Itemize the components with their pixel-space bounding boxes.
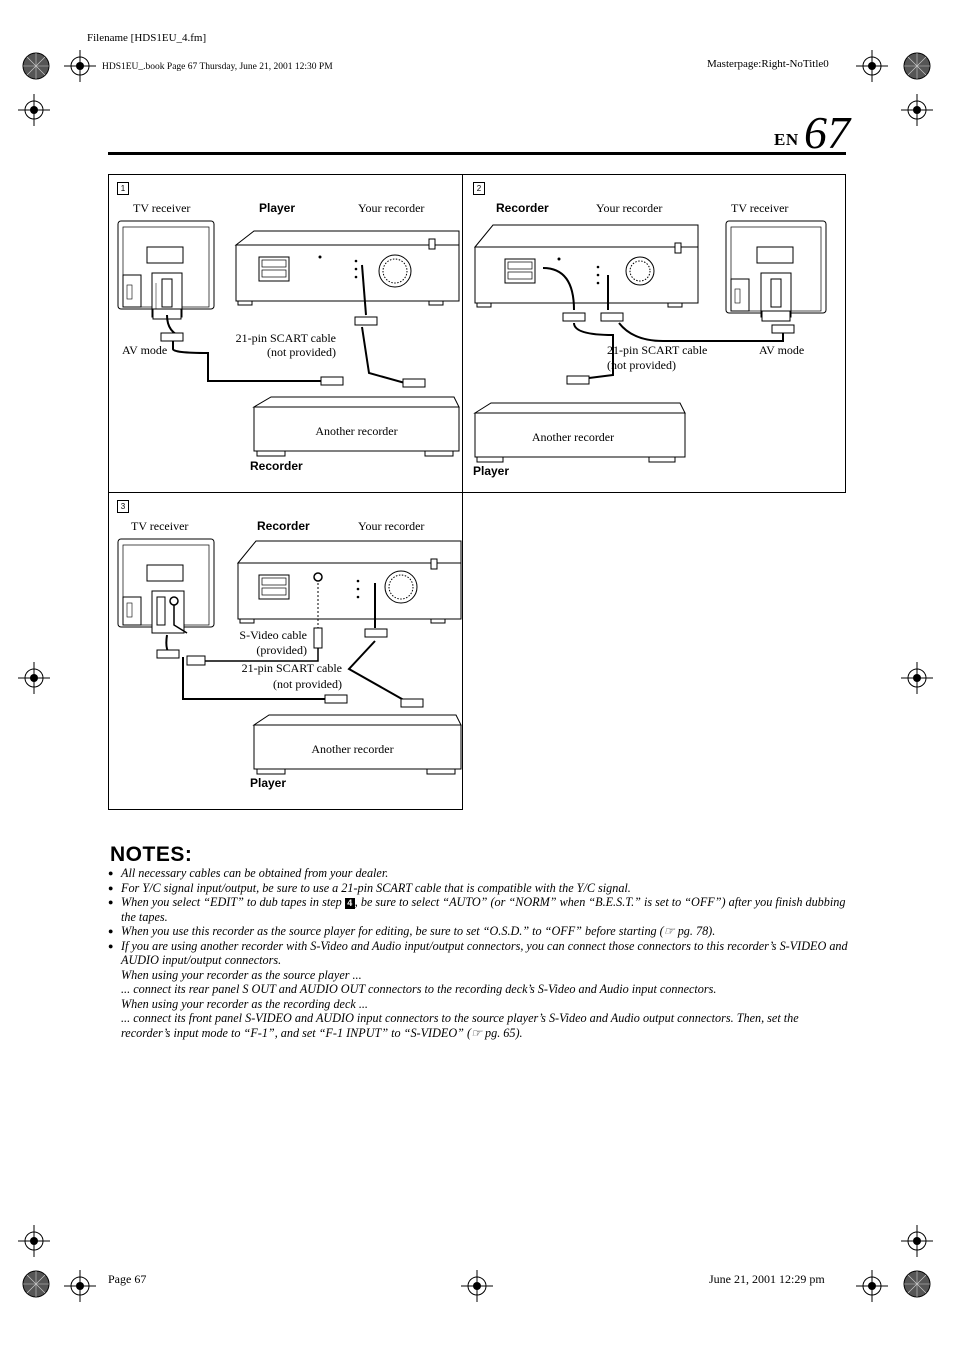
another-recorder-illustration <box>473 402 686 463</box>
step-number-badge: 4 <box>344 898 355 909</box>
label-player: Player <box>250 776 287 790</box>
label-svideo-cable: S-Video cable <box>239 628 307 642</box>
label-player: Player <box>259 201 296 215</box>
tv-receiver-illustration <box>117 538 215 634</box>
note-item: When you use this recorder as the source… <box>108 924 848 939</box>
label-player: Player <box>473 464 510 478</box>
connection-diagram-2 <box>473 220 827 463</box>
tv-receiver-illustration <box>117 220 215 320</box>
connection-diagram-3 <box>117 538 462 775</box>
label-another-recorder: Another recorder <box>315 424 398 438</box>
label-recorder: Recorder <box>257 519 310 533</box>
label-your-recorder: Your recorder <box>358 519 425 533</box>
footer-page: Page 67 <box>108 1272 147 1286</box>
note-item: All necessary cables can be obtained fro… <box>108 866 848 881</box>
filename-label: Filename [HDS1EU_4.fm] <box>87 32 207 44</box>
another-recorder-illustration <box>252 714 462 775</box>
note-item: For Y/C signal input/output, be sure to … <box>108 881 848 896</box>
header-rule <box>108 152 846 155</box>
note-subline: When using your recorder as the recordin… <box>121 996 368 1011</box>
panel-number: 3 <box>117 500 129 513</box>
label-recorder: Recorder <box>250 459 303 473</box>
notes-title: NOTES: <box>110 843 193 866</box>
label-another-recorder: Another recorder <box>311 742 394 756</box>
label-av-mode: AV mode <box>759 343 805 357</box>
book-info: HDS1EU_.book Page 67 Thursday, June 21, … <box>102 62 333 72</box>
your-recorder-illustration <box>234 230 460 306</box>
your-recorder-illustration <box>473 224 699 308</box>
page-number: 67 <box>804 107 850 158</box>
masterpage-label: Masterpage:Right-NoTitle0 <box>707 58 829 70</box>
label-tv-receiver: TV receiver <box>131 519 189 533</box>
note-item: When you select “EDIT” to dub tapes in s… <box>108 895 848 924</box>
label-recorder: Recorder <box>496 201 549 215</box>
label-not-provided: (not provided) <box>273 677 342 691</box>
label-tv-receiver: TV receiver <box>133 201 191 215</box>
tv-receiver-illustration <box>725 220 827 322</box>
label-av-mode: AV mode <box>122 343 168 357</box>
label-your-recorder: Your recorder <box>596 201 663 215</box>
label-another-recorder: Another recorder <box>531 430 615 444</box>
label-tv-receiver: TV receiver <box>731 201 789 215</box>
label-not-provided: (not provided) <box>607 358 676 372</box>
another-recorder-illustration <box>252 396 460 457</box>
note-subline: When using your recorder as the source p… <box>121 967 362 982</box>
your-recorder-illustration <box>236 540 462 624</box>
diagram-panel-1: 1 <box>108 174 463 493</box>
label-not-provided: (not provided) <box>267 345 336 359</box>
note-subline-final: ... connect its front panel S-VIDEO and … <box>121 1011 799 1040</box>
diagram-panel-3: 3 <box>108 492 463 810</box>
label-your-recorder: Your recorder <box>358 201 425 215</box>
label-scart-cable: 21-pin SCART cable <box>241 661 342 675</box>
panel-number: 2 <box>473 182 485 195</box>
label-scart-cable: 21-pin SCART cable <box>235 331 336 345</box>
language-code: EN <box>774 130 799 149</box>
diagram-panel-2: 2 <box>462 174 846 493</box>
label-svideo-provided: (provided) <box>256 643 307 657</box>
connection-diagram-1 <box>117 220 460 457</box>
note-item: If you are using another recorder with S… <box>108 939 848 1012</box>
panel-number: 1 <box>117 182 129 195</box>
notes-list: All necessary cables can be obtained fro… <box>108 866 848 1011</box>
note-subline: ... connect its rear panel S OUT and AUD… <box>121 982 717 996</box>
footer-date: June 21, 2001 12:29 pm <box>709 1272 825 1286</box>
label-scart-cable: 21-pin SCART cable <box>607 343 708 357</box>
